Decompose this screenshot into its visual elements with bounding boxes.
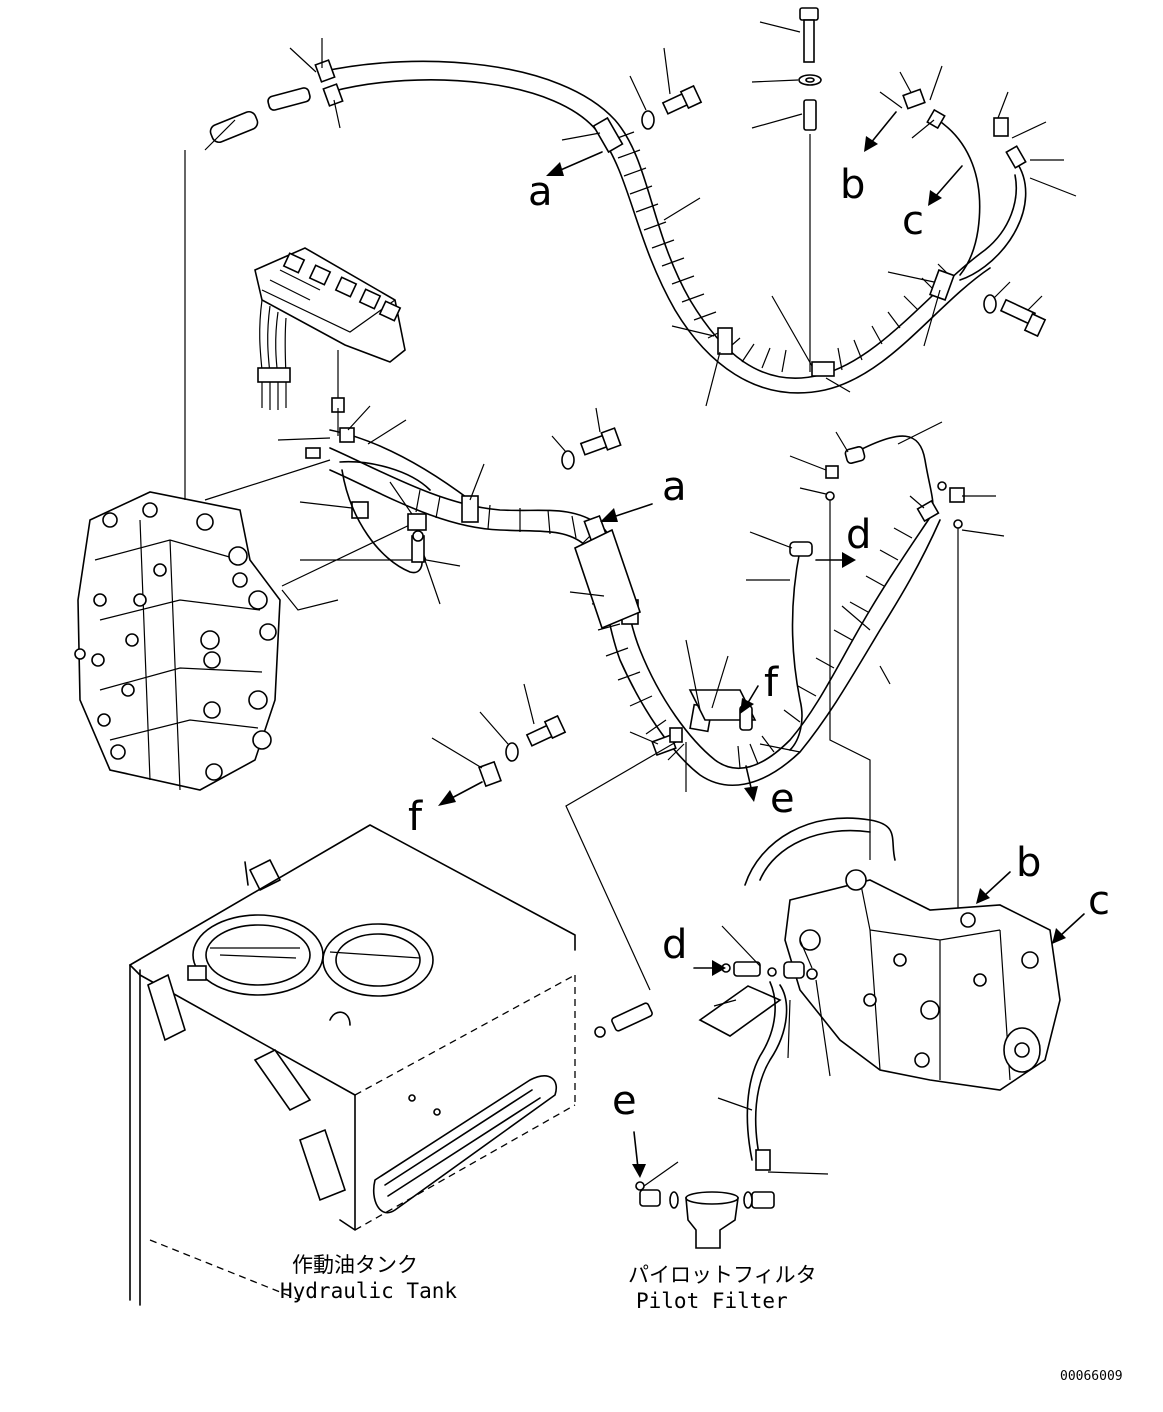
main-pump	[698, 817, 1061, 1175]
control-valve-ports	[74, 502, 277, 781]
part-e-fittings	[565, 705, 753, 991]
filter-label-jp: パイロットフィルタ	[628, 1263, 817, 1287]
callout-c-upper: c	[902, 198, 924, 244]
captions: 作動油タンク Hydraulic Tank パイロットフィルタ Pilot Fi…	[280, 1253, 1123, 1384]
callout-a-upper: a	[528, 169, 553, 215]
callout-a-middle: a	[662, 464, 687, 510]
callout-labels: a a b b c c d d e e f f	[408, 162, 1110, 1124]
hydraulic-tank	[129, 824, 653, 1306]
drawing-number: 00066009	[1060, 1369, 1123, 1384]
callout-d-middle: d	[846, 512, 871, 558]
middle-hose-assembly	[277, 405, 941, 792]
callout-arrows	[438, 111, 1085, 1178]
bolt-stack-top	[629, 7, 1047, 372]
callout-f-lower: f	[408, 794, 423, 840]
callout-f-middle: f	[764, 660, 779, 706]
callout-c-pump: c	[1088, 878, 1110, 924]
callout-b-pump: b	[1016, 840, 1041, 886]
filter-label-en: Pilot Filter	[636, 1289, 788, 1313]
callout-b-upper: b	[840, 162, 865, 208]
solenoid-valve-block	[254, 247, 406, 413]
part-f-bolt	[431, 683, 567, 788]
tank-label-jp: 作動油タンク	[292, 1253, 418, 1277]
hose-d-assembly	[746, 421, 1005, 908]
pilot-filter	[635, 1161, 775, 1249]
control-valve	[74, 119, 421, 791]
upper-hose-assembly	[209, 38, 1017, 407]
callout-e-middle: e	[770, 776, 795, 822]
callout-e-filter: e	[612, 1078, 637, 1124]
hose-c-assembly	[879, 65, 1077, 281]
callout-d-pump: d	[662, 922, 687, 968]
tank-label-en: Hydraulic Tank	[280, 1279, 457, 1303]
